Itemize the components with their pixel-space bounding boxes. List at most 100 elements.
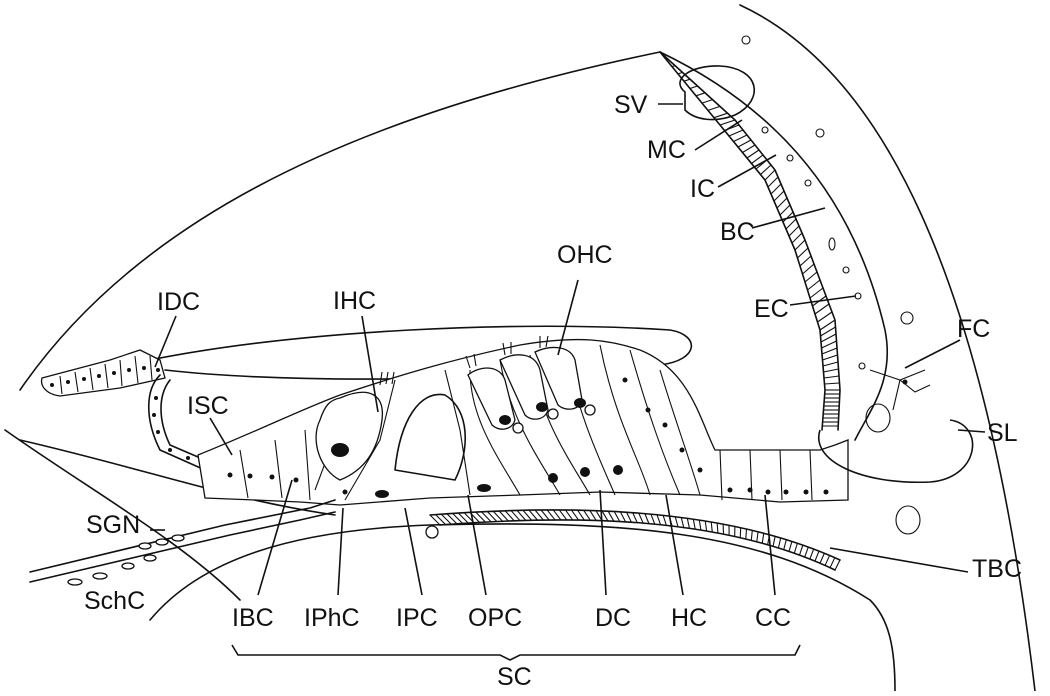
label-ihc: IHC (333, 287, 376, 315)
label-ec: EC (754, 295, 789, 323)
stria-cell-border (780, 205, 790, 215)
tympanic-cell-border (663, 515, 666, 525)
label-mc: MC (647, 136, 686, 164)
stria-cell-border (808, 280, 821, 290)
stria-cell-border (823, 362, 838, 366)
tympanic-cell-border (746, 529, 747, 539)
stria-cell-border (798, 248, 809, 258)
label-iphc: IPhC (304, 604, 360, 632)
inner-hair-cell-nucleus (331, 443, 349, 457)
stria-cell-border (815, 304, 829, 314)
tympanic-cell-border (805, 547, 809, 557)
stria-cell-border (714, 113, 728, 118)
label-sgn: SGN (86, 511, 140, 539)
label-sl: SL (987, 419, 1018, 447)
stria-cell-border (743, 145, 756, 153)
stria-cell-border (803, 264, 815, 274)
stria-cell-border (765, 170, 775, 180)
stria-cell-border (795, 240, 805, 250)
tympanic-cell-border (778, 538, 780, 548)
tympanic-cell-border (458, 513, 468, 523)
label-ibc: IBC (232, 604, 274, 632)
stria-cell-border (771, 184, 781, 194)
label-opc: OPC (468, 604, 522, 632)
tympanic-cell-border (675, 517, 678, 527)
tympanic-cell-border (584, 510, 591, 520)
tympanic-cell-border (681, 518, 683, 528)
spiral-ligament-boundary (660, 52, 887, 440)
nerve-fibres-lower (30, 512, 335, 582)
tympanic-cell-border (835, 560, 840, 570)
tympanic-cell-border (590, 510, 596, 520)
tympanic-cell-border (762, 533, 764, 543)
stria-cell-border (747, 150, 759, 158)
tympanic-cell-border (815, 551, 819, 561)
spiral-vessel (426, 526, 438, 538)
tympanic-cell-border (825, 555, 830, 565)
stria-cell-border (720, 120, 735, 125)
tympanic-cell-border (608, 511, 614, 521)
stria-cell-border (761, 165, 772, 175)
stria-cell-border (824, 376, 839, 378)
tympanic-cell-border (430, 515, 440, 525)
tympanic-cell-border (830, 558, 835, 568)
tympanic-cell-border (578, 510, 585, 520)
stria-cell-border (696, 93, 705, 96)
tympanic-cell-border (571, 510, 578, 520)
tympanic-cell-border (711, 522, 712, 532)
label-hc: HC (671, 604, 707, 632)
stria-cell-border (738, 140, 751, 147)
sc-bracket (232, 645, 800, 660)
tympanic-cell-border (447, 514, 457, 524)
stria-cell-border (789, 226, 799, 236)
tympanic-cell-border (705, 521, 706, 531)
label-dc: DC (595, 604, 631, 632)
stria-cell-border (768, 177, 778, 187)
stria-cell-border (805, 272, 817, 282)
basilar-membrane-lower (440, 520, 835, 570)
tympanic-cell-border (602, 511, 608, 521)
tympanic-border-cell-rungs (430, 510, 840, 570)
label-ic: IC (690, 175, 715, 203)
label-tbc: TBC (972, 555, 1022, 583)
label-fc: FC (957, 315, 990, 343)
stria-cell-border (818, 312, 833, 322)
stria-cell-border (678, 72, 683, 74)
tympanic-cell-border (639, 513, 643, 523)
label-sc: SC (497, 663, 532, 691)
tympanic-cell-border (453, 513, 463, 523)
tympanic-cell-border (789, 541, 792, 551)
stria-cell-border (821, 334, 836, 342)
tympanic-cell-border (687, 518, 689, 528)
tympanic-cell-border (820, 553, 824, 563)
tympanic-cell-border (436, 515, 446, 525)
stria-cell-border (786, 219, 796, 229)
tympanic-cell-border (810, 549, 814, 559)
label-schc: SchC (84, 587, 145, 615)
tympanic-cell-border (657, 515, 661, 525)
stria-cell-border (729, 130, 743, 136)
stria-cell-border (824, 369, 839, 372)
stria-cell-border (800, 256, 811, 266)
stria-cell-border (777, 198, 787, 208)
tympanic-cell-border (627, 512, 632, 522)
stria-cell-border (684, 79, 690, 81)
stria-cell-border (810, 288, 823, 298)
stria-cell-border (792, 233, 802, 243)
tympanic-cell-border (773, 536, 775, 546)
stria-cell-border (734, 135, 748, 142)
tympanic-cell-border (620, 512, 625, 522)
stria-cell-border (708, 106, 720, 110)
label-ohc: OHC (557, 241, 613, 269)
tympanic-cell-border (614, 512, 619, 522)
stria-cell-border (822, 348, 837, 354)
label-isc: ISC (187, 392, 229, 420)
tympanic-cell-border (693, 519, 695, 529)
stria-cell-border (823, 355, 838, 360)
interdental-cells (42, 350, 165, 396)
tympanic-cell-border (800, 545, 803, 555)
tympanic-cell-border (717, 523, 718, 533)
tympanic-cell-border (645, 514, 649, 524)
